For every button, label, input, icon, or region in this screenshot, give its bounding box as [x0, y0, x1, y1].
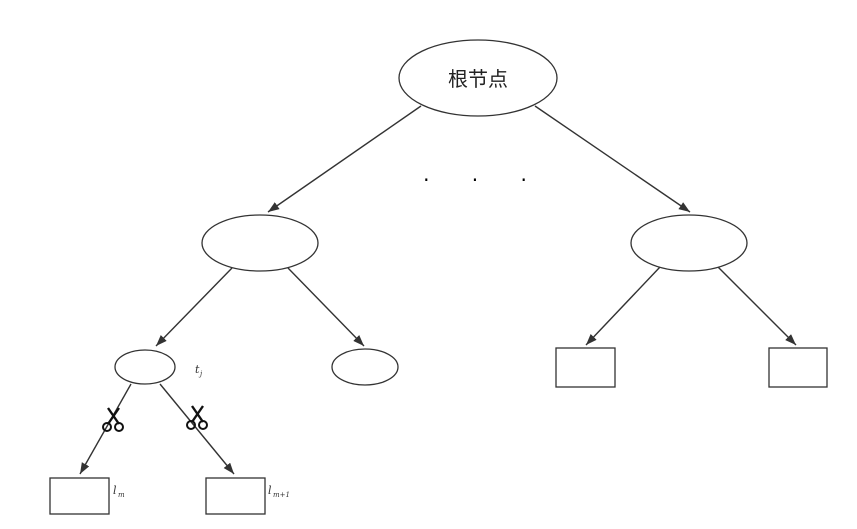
- edge-left-to-child: [287, 267, 365, 347]
- label-lm-plus-1: l m+1: [268, 484, 290, 499]
- edge-root-right: [534, 105, 691, 213]
- root-node: 根节点: [398, 39, 558, 117]
- leaf-lm: [49, 477, 110, 515]
- node-tj: [114, 349, 176, 385]
- edge-right-to-leaf1: [585, 266, 661, 346]
- edge-tj-to-lm-plus-1: [159, 383, 235, 475]
- label-lm1-sub: m+1: [273, 491, 290, 499]
- label-lm1-base: l: [268, 484, 272, 497]
- edge-right-to-leaf2: [717, 266, 797, 346]
- edge-tj-to-lm: [79, 383, 132, 475]
- scissors-icon: [102, 407, 124, 432]
- left-internal-node: [201, 214, 319, 272]
- right-leaf-2: [768, 347, 828, 388]
- label-tj-sub: j: [198, 370, 203, 378]
- edge-left-to-tj: [155, 267, 233, 347]
- root-node-label: 根节点: [448, 67, 508, 91]
- label-tj-base: t: [195, 363, 200, 376]
- right-leaf-1: [555, 347, 616, 388]
- leaf-lm-plus-1: [205, 477, 266, 515]
- label-tj: t j: [195, 363, 203, 378]
- right-internal-node: [630, 214, 748, 272]
- ellipsis-indicator: · · ·: [423, 168, 545, 192]
- label-lm-base: l: [113, 484, 117, 497]
- node-left-right-child: [331, 348, 399, 386]
- edge-root-left: [267, 105, 422, 213]
- label-lm: l m: [113, 484, 125, 499]
- scissors-icon: [186, 405, 208, 430]
- label-lm-sub: m: [118, 491, 125, 499]
- root-node-shape: [398, 39, 558, 117]
